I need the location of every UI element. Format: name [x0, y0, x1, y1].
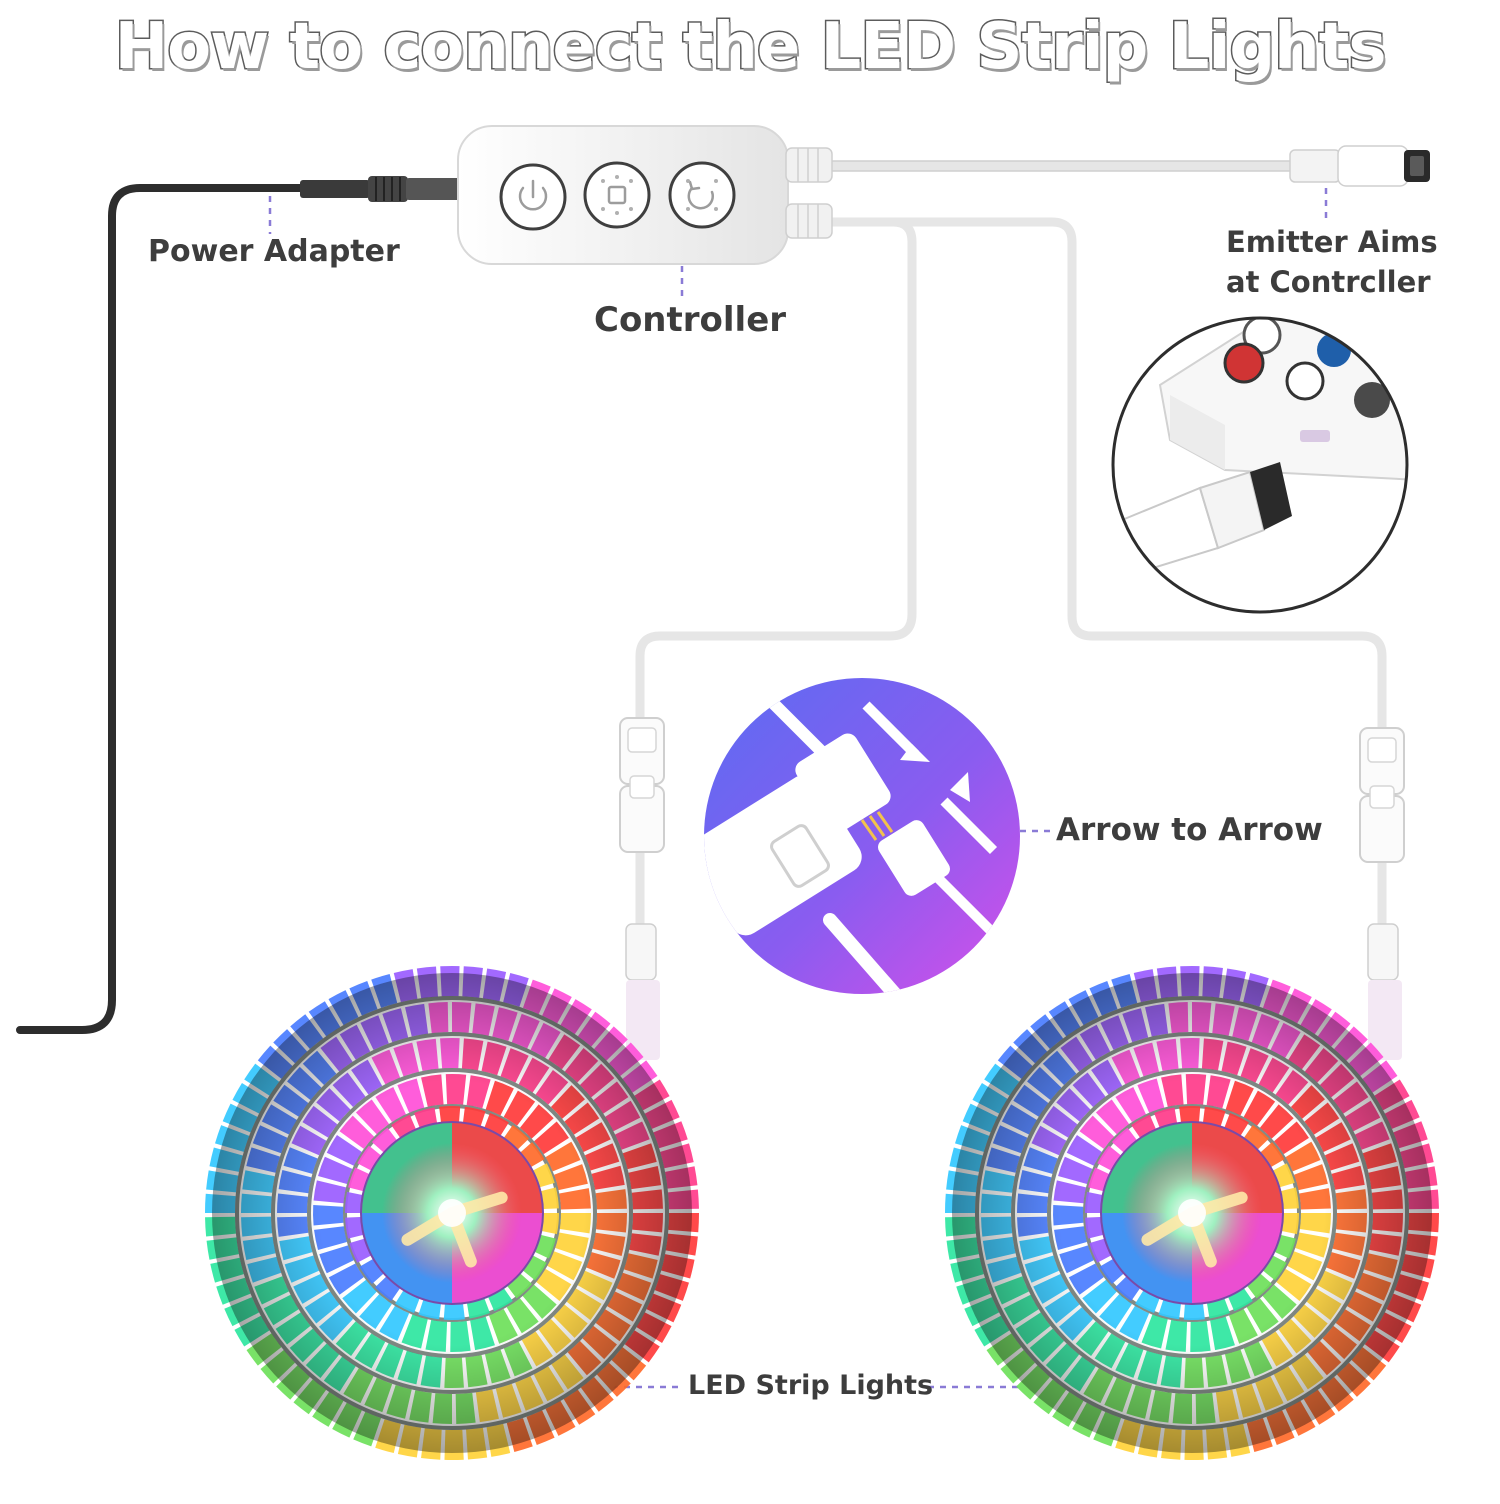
led-reel-right [952, 973, 1432, 1453]
emitter-plug [1290, 146, 1430, 186]
label-power-adapter: Power Adapter [148, 234, 400, 269]
label-controller: Controller [594, 300, 786, 340]
label-emitter-line2: at Contrcller [1226, 262, 1438, 302]
power-cable [20, 176, 462, 1030]
label-emitter: Emitter Aims at Contrcller [1226, 222, 1438, 302]
page-title: How to connect the LED Strip Lights [0, 10, 1500, 84]
label-emitter-line1: Emitter Aims [1226, 222, 1438, 262]
arrow-to-arrow-bubble [682, 678, 1020, 1000]
label-arrow-to-arrow: Arrow to Arrow [1056, 812, 1323, 848]
led-reel-left [212, 973, 692, 1453]
controller-device [458, 126, 832, 264]
label-led-strip-lights: LED Strip Lights [688, 1370, 933, 1401]
emitter-inset [1113, 315, 1420, 612]
